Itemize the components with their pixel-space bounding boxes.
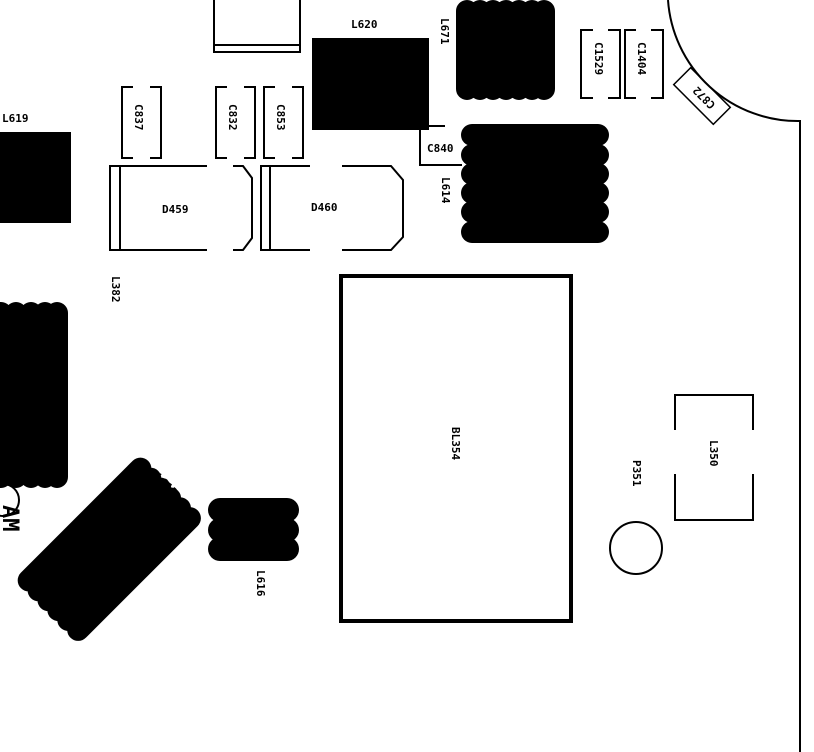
label-edge-am: AM xyxy=(0,505,22,532)
label-c832: C832 xyxy=(226,104,239,131)
label-l620: L620 xyxy=(351,18,378,31)
component-l350: L350 xyxy=(674,394,754,521)
label-d459: D459 xyxy=(162,203,189,216)
label-l350: L350 xyxy=(707,440,720,467)
label-c1529: C1529 xyxy=(592,42,605,75)
label-c837: C837 xyxy=(132,104,145,131)
component-l382-coil xyxy=(0,302,68,517)
label-c853: C853 xyxy=(274,104,287,131)
label-l616: L616 xyxy=(254,570,267,597)
label-l619: L619 xyxy=(2,112,29,125)
component-d460: D460 xyxy=(260,165,404,251)
component-l613: L613 xyxy=(17,457,201,641)
component-top-stub xyxy=(213,0,301,53)
component-c840: C840 xyxy=(419,126,462,166)
component-c853: C853 xyxy=(263,86,304,159)
component-l616: L616 xyxy=(208,498,299,597)
label-l671: L671 xyxy=(438,18,451,45)
board-outline xyxy=(667,0,801,752)
component-d459: D459 xyxy=(109,165,253,251)
component-c832: C832 xyxy=(215,86,256,159)
label-l614: L614 xyxy=(439,177,452,204)
component-p351: P351 xyxy=(609,460,663,575)
label-c1404: C1404 xyxy=(635,42,648,75)
component-bl354: BL354 xyxy=(339,274,573,623)
label-p351: P351 xyxy=(630,460,643,487)
label-l382: L382 xyxy=(109,276,122,303)
component-l671: L671 xyxy=(438,0,555,100)
component-c837: C837 xyxy=(121,86,162,159)
component-l619: L619 xyxy=(0,112,71,223)
component-c1529: C1529 xyxy=(580,29,621,99)
label-bl354: BL354 xyxy=(449,427,462,460)
component-l620: L620 xyxy=(312,18,445,130)
label-d460: D460 xyxy=(311,201,338,214)
component-l614: L614 xyxy=(439,124,609,243)
label-c840: C840 xyxy=(427,142,454,155)
component-c1404: C1404 xyxy=(624,29,664,99)
label-c872: C872 xyxy=(690,84,718,112)
